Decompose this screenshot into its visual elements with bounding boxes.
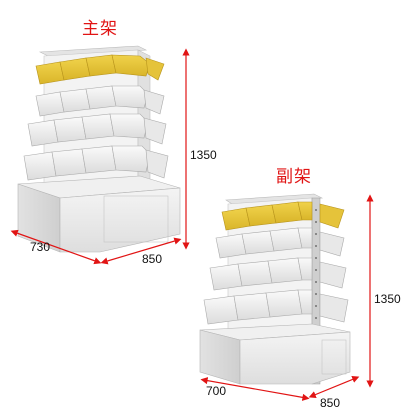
sub-white-bin-row-3 xyxy=(203,289,349,325)
main-white-bin-row-2 xyxy=(27,113,167,147)
sub-unit-title: 副架 xyxy=(276,167,312,187)
sub-white-bin-row-2 xyxy=(209,257,347,291)
main-unit-title: 主架 xyxy=(82,19,118,39)
main-depth-label: 850 xyxy=(142,252,163,266)
sub-width-label: 700 xyxy=(206,384,227,398)
sub-unit-dimensions xyxy=(200,194,374,401)
sub-unit-rack xyxy=(199,193,351,385)
sub-height-label: 1350 xyxy=(374,292,401,306)
main-unit-rack xyxy=(17,45,181,253)
sub-yellow-bin-row xyxy=(221,201,345,231)
main-height-label: 1350 xyxy=(190,148,217,162)
sub-depth-label: 850 xyxy=(320,396,341,410)
main-white-bin-row-3 xyxy=(23,145,169,181)
main-unit-dimensions xyxy=(10,48,190,265)
main-yellow-bin-row xyxy=(35,54,165,85)
sub-cabinet-base xyxy=(199,323,351,385)
sub-white-bin-row-1 xyxy=(215,227,345,259)
main-width-label: 730 xyxy=(30,240,51,254)
main-white-bin-row-1 xyxy=(35,85,165,117)
